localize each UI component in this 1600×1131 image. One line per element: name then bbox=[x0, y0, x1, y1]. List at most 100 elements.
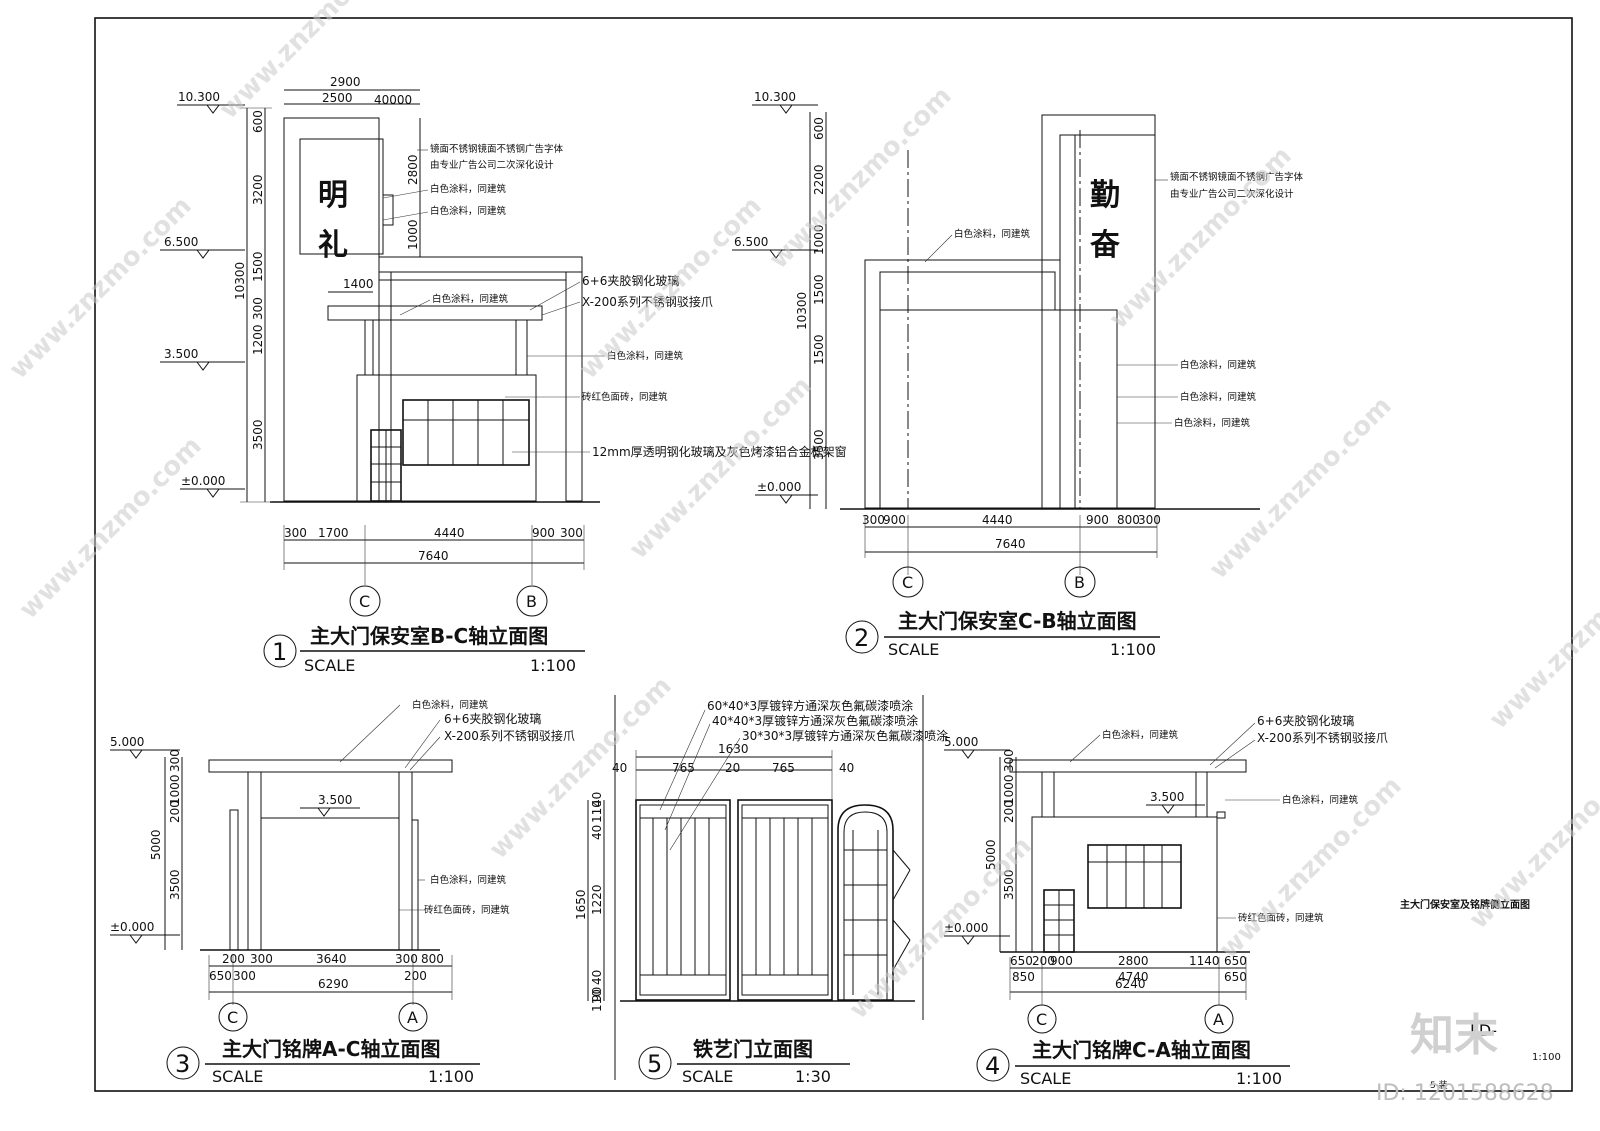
svg-text:20: 20 bbox=[725, 761, 740, 775]
svg-text:1:100: 1:100 bbox=[1110, 640, 1156, 659]
logo: 知末 bbox=[1410, 1010, 1498, 1061]
svg-text:1000: 1000 bbox=[1002, 774, 1016, 805]
svg-text:1140: 1140 bbox=[1189, 954, 1220, 968]
svg-text:300: 300 bbox=[168, 749, 182, 772]
svg-text:300: 300 bbox=[1002, 749, 1016, 772]
svg-text:650: 650 bbox=[209, 969, 232, 983]
sign-char-1: 明 bbox=[318, 178, 348, 213]
svg-text:5000: 5000 bbox=[149, 829, 163, 860]
dim-total-v: 10300 bbox=[233, 262, 247, 300]
svg-text:2800: 2800 bbox=[1118, 954, 1149, 968]
svg-text:765: 765 bbox=[672, 761, 695, 775]
svg-text:5.000: 5.000 bbox=[944, 735, 978, 749]
svg-text:300: 300 bbox=[233, 969, 256, 983]
svg-text:90: 90 bbox=[590, 987, 604, 1002]
svg-text:www.znzmo.com: www.znzmo.com bbox=[1104, 141, 1298, 335]
svg-text:200: 200 bbox=[1002, 800, 1016, 823]
svg-text:6+6夹胶钢化玻璃: 6+6夹胶钢化玻璃 bbox=[582, 273, 679, 288]
svg-text:3500: 3500 bbox=[251, 419, 265, 450]
svg-text:900: 900 bbox=[883, 513, 906, 527]
svg-text:白色涂料，同建筑: 白色涂料，同建筑 bbox=[412, 699, 489, 711]
svg-text:1000: 1000 bbox=[168, 774, 182, 805]
svg-text:6+6夹胶钢化玻璃: 6+6夹胶钢化玻璃 bbox=[1257, 713, 1354, 728]
svg-text:110: 110 bbox=[590, 989, 604, 1012]
svg-text:40*40*3厚镀锌方通深灰色氟碳漆喷涂: 40*40*3厚镀锌方通深灰色氟碳漆喷涂 bbox=[712, 713, 918, 728]
tile-wall bbox=[356, 374, 537, 502]
svg-text:www.znzmo.com: www.znzmo.com bbox=[764, 81, 958, 275]
svg-text:X-200系列不锈钢驳接爪: X-200系列不锈钢驳接爪 bbox=[582, 294, 713, 309]
sheet-footer-note: 5 装 bbox=[1430, 1079, 1448, 1091]
svg-text:2: 2 bbox=[854, 624, 869, 652]
svg-text:5.000: 5.000 bbox=[110, 735, 144, 749]
svg-text:40: 40 bbox=[590, 970, 604, 985]
svg-text:C: C bbox=[227, 1008, 238, 1027]
svg-text:主大门铭牌C-A轴立面图: 主大门铭牌C-A轴立面图 bbox=[1032, 1038, 1251, 1062]
svg-text:2200: 2200 bbox=[812, 164, 826, 195]
svg-text:4: 4 bbox=[985, 1052, 1000, 1080]
svg-text:1220: 1220 bbox=[590, 884, 604, 915]
svg-text:7640: 7640 bbox=[995, 537, 1026, 551]
svg-text:白色涂料，同建筑: 白色涂料，同建筑 bbox=[430, 205, 507, 217]
svg-text:铁艺门立面图: 铁艺门立面图 bbox=[693, 1037, 813, 1061]
svg-text:白色涂料，同建筑: 白色涂料，同建筑 bbox=[1174, 417, 1251, 429]
svg-text:3500: 3500 bbox=[168, 869, 182, 900]
svg-text:200: 200 bbox=[222, 952, 245, 966]
svg-text:1700: 1700 bbox=[318, 526, 349, 540]
annotations bbox=[382, 149, 605, 453]
svg-text:白色涂料，同建筑: 白色涂料，同建筑 bbox=[607, 350, 684, 362]
svg-text:砖红色面砖，同建筑: 砖红色面砖，同建筑 bbox=[424, 904, 510, 916]
svg-text:白色涂料，同建筑: 白色涂料，同建筑 bbox=[430, 183, 507, 195]
svg-text:白色涂料，同建筑: 白色涂料，同建筑 bbox=[954, 228, 1031, 240]
svg-text:±0.000: ±0.000 bbox=[757, 480, 801, 494]
svg-text:www.znzmo.com: www.znzmo.com bbox=[844, 831, 1038, 1025]
svg-text:1500: 1500 bbox=[251, 251, 265, 282]
svg-text:40: 40 bbox=[590, 792, 604, 807]
svg-text:B: B bbox=[1074, 573, 1085, 592]
svg-text:www.znzmo.com: www.znzmo.com bbox=[1484, 541, 1600, 735]
axis-b: B bbox=[526, 592, 537, 611]
svg-text:白色涂料，同建筑: 白色涂料，同建筑 bbox=[1180, 359, 1257, 371]
svg-text:白色涂料，同建筑: 白色涂料，同建筑 bbox=[1282, 794, 1359, 806]
svg-text:3640: 3640 bbox=[316, 952, 347, 966]
svg-text:砖红色面砖，同建筑: 砖红色面砖，同建筑 bbox=[1238, 912, 1324, 924]
svg-text:300: 300 bbox=[395, 952, 418, 966]
axis-c: C bbox=[359, 592, 370, 611]
svg-text:SCALE: SCALE bbox=[212, 1067, 263, 1086]
svg-text:镜面不锈钢镜面不锈钢广告字体: 镜面不锈钢镜面不锈钢广告字体 bbox=[430, 143, 564, 155]
svg-text:300: 300 bbox=[251, 297, 265, 320]
svg-text:勤: 勤 bbox=[1090, 178, 1120, 213]
svg-text:1500: 1500 bbox=[812, 334, 826, 365]
svg-text:主大门铭牌A-C轴立面图: 主大门铭牌A-C轴立面图 bbox=[222, 1037, 440, 1061]
svg-text:800: 800 bbox=[421, 952, 444, 966]
svg-text:10300: 10300 bbox=[795, 292, 809, 330]
svg-text:A: A bbox=[1213, 1010, 1224, 1029]
svg-text:650: 650 bbox=[1224, 954, 1247, 968]
svg-text:6290: 6290 bbox=[318, 977, 349, 991]
level-10300: 10.300 bbox=[178, 90, 220, 104]
svg-text:300: 300 bbox=[250, 952, 273, 966]
svg-text:4740: 4740 bbox=[1118, 970, 1149, 984]
watermarks: www.znzmo.com www.znzmo.com www.znzmo.co… bbox=[4, 0, 1600, 1025]
svg-text:2800: 2800 bbox=[406, 154, 420, 185]
sign-char-2: 礼 bbox=[318, 228, 348, 263]
svg-text:1:100: 1:100 bbox=[1236, 1069, 1282, 1088]
svg-text:1500: 1500 bbox=[812, 274, 826, 305]
svg-text:3500: 3500 bbox=[1002, 869, 1016, 900]
svg-text:200: 200 bbox=[404, 969, 427, 983]
svg-text:1650: 1650 bbox=[574, 889, 588, 920]
svg-text:X-200系列不锈钢驳接爪: X-200系列不锈钢驳接爪 bbox=[1257, 730, 1388, 745]
drawing-scale: 1:100 bbox=[530, 656, 576, 675]
elevation-3: 5.000 3.500 ±0.000 5000 300 1000 200 350… bbox=[110, 699, 575, 1086]
svg-text:1200: 1200 bbox=[251, 324, 265, 355]
svg-text:1:30: 1:30 bbox=[795, 1067, 831, 1086]
svg-text:5: 5 bbox=[647, 1050, 662, 1078]
svg-text:1:100: 1:100 bbox=[428, 1067, 474, 1086]
svg-text:由专业广告公司二次深化设计: 由专业广告公司二次深化设计 bbox=[1170, 188, 1294, 200]
svg-text:C: C bbox=[902, 573, 913, 592]
svg-text:±0.000: ±0.000 bbox=[110, 920, 154, 934]
svg-text:900: 900 bbox=[532, 526, 555, 540]
svg-text:5000: 5000 bbox=[984, 839, 998, 870]
svg-text:200: 200 bbox=[168, 800, 182, 823]
svg-text:3500: 3500 bbox=[812, 429, 826, 460]
svg-text:300: 300 bbox=[284, 526, 307, 540]
